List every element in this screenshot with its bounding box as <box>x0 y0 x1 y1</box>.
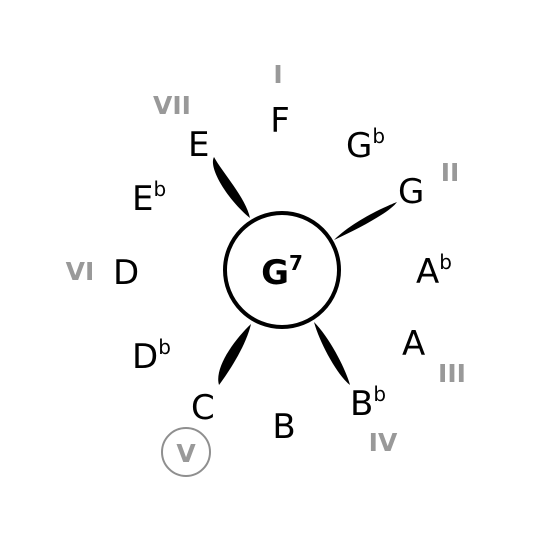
note-f: F <box>270 101 290 141</box>
chord-root: G <box>261 253 289 293</box>
chord-tone-pointers <box>212 157 397 385</box>
degree-v: V <box>176 439 196 468</box>
chord-label: G7 <box>261 251 303 293</box>
note-e: E <box>188 125 209 165</box>
pointer-to-e <box>212 157 250 218</box>
pointer-to-c <box>218 324 251 385</box>
degree-iv: IV <box>369 428 398 457</box>
note-db: Db <box>132 335 171 377</box>
note-g: G <box>398 172 424 212</box>
note-c: C <box>191 388 215 428</box>
chord-center: G7 <box>223 211 341 329</box>
note-d: D <box>113 253 139 293</box>
note-gb: Gb <box>346 124 385 166</box>
degree-vi: VI <box>66 257 95 286</box>
degree-i: I <box>273 60 282 89</box>
scale-degrees: I II III IV V VI VII <box>66 60 466 477</box>
chord-circle <box>223 211 341 329</box>
note-b: B <box>272 407 295 447</box>
pointer-to-g <box>334 202 397 240</box>
degree-ii: II <box>441 158 460 187</box>
degree-vii: VII <box>153 91 191 120</box>
note-ring: F Gb G Ab A Bb B C Db D Eb E <box>113 101 452 447</box>
note-a: A <box>402 324 425 364</box>
note-bb: Bb <box>350 382 386 424</box>
note-eb: Eb <box>132 177 166 219</box>
degree-iii: III <box>438 359 466 388</box>
chord-quality: 7 <box>289 251 303 275</box>
note-ab: Ab <box>416 250 452 292</box>
pointer-to-bb <box>314 322 350 385</box>
degree-v-ring <box>161 427 211 477</box>
